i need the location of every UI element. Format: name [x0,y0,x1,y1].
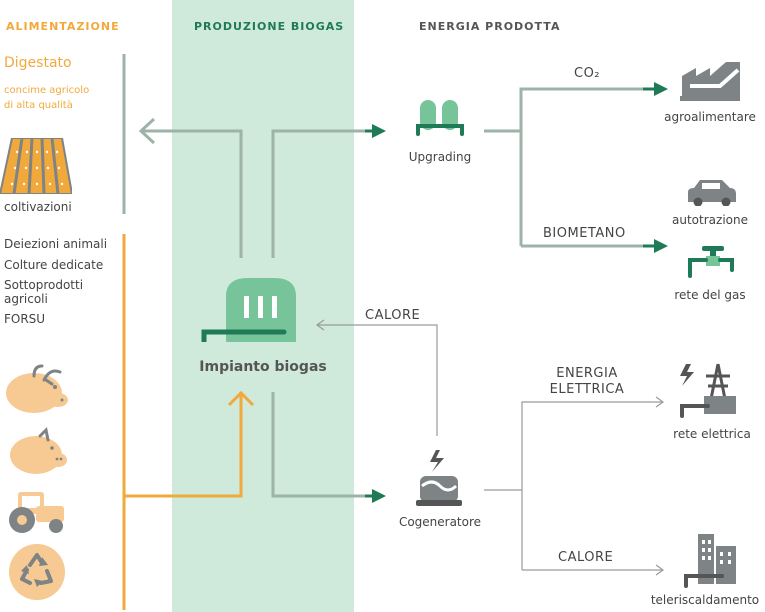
header-production: PRODUZIONE BIOGAS [194,20,345,33]
heat-return-arrowhead [315,319,325,331]
electric-arrowhead [655,396,665,408]
gas-network-label: rete del gas [674,288,746,302]
cogenerator-flow-line [271,392,376,498]
upgrading-arrowhead [372,124,386,138]
cogenerator-icon [416,450,462,506]
recycle-icon [9,544,65,600]
agrofood-label: agroalimentare [664,110,756,124]
digestate-title: Digestato [4,55,72,71]
pig-icon [10,426,67,474]
digestate-flow-line [142,129,243,258]
crops-label: coltivazioni [4,200,72,214]
co2-arrowhead [654,82,668,96]
electric-label-line2: ELETTRICA [549,382,625,397]
buildings-icon [684,534,736,588]
header-energy: ENERGIA PRODOTTA [419,20,561,33]
header-feed: ALIMENTAZIONE [6,20,120,33]
tractor-icon [9,492,64,533]
feed-flow-line [124,392,243,498]
field-icon [0,138,72,194]
electric-branch-line [521,401,662,570]
cow-icon [6,364,68,413]
biomethane-arrowhead [654,239,668,253]
input-item-4: FORSU [4,312,46,326]
factory-icon [680,62,740,101]
biomethane-label: BIOMETANO [543,226,626,241]
heat-return-label: CALORE [365,308,421,323]
car-icon [688,180,736,206]
upgrading-flow-line [271,129,376,258]
heat-arrowhead [655,564,665,576]
tap-icon [688,246,734,278]
automotive-label: autotrazione [672,213,748,227]
heat-return-line [318,324,438,436]
power-pylon-icon [680,363,736,418]
cogenerator-label: Cogeneratore [398,515,482,529]
input-item-2: Colture dedicate [4,258,104,272]
digestate-desc-line2: di alta qualità [4,100,73,111]
cogenerator-arrowhead [372,489,386,503]
electric-label-line1: ENERGIA [556,366,618,381]
digester-icon [201,278,296,342]
digestate-desc-line1: concime agricolo [4,85,90,96]
heat-label: CALORE [558,550,614,565]
co2-branch-line [519,87,643,246]
plant-label: Impianto biogas [199,359,327,375]
feed-arrowhead [227,390,255,407]
input-item-1: Deiezioni animali [4,237,108,251]
digestate-arrowhead [138,117,156,145]
input-item-3b: agricoli [4,292,48,306]
district-heating-label: teleriscaldamento [650,593,760,607]
co2-label: CO₂ [574,66,601,81]
grid-label: rete elettrica [673,427,751,441]
upgrading-label: Upgrading [408,150,472,164]
input-item-3: Sottoprodotti [4,278,84,292]
gas-tanks-icon [416,100,464,136]
